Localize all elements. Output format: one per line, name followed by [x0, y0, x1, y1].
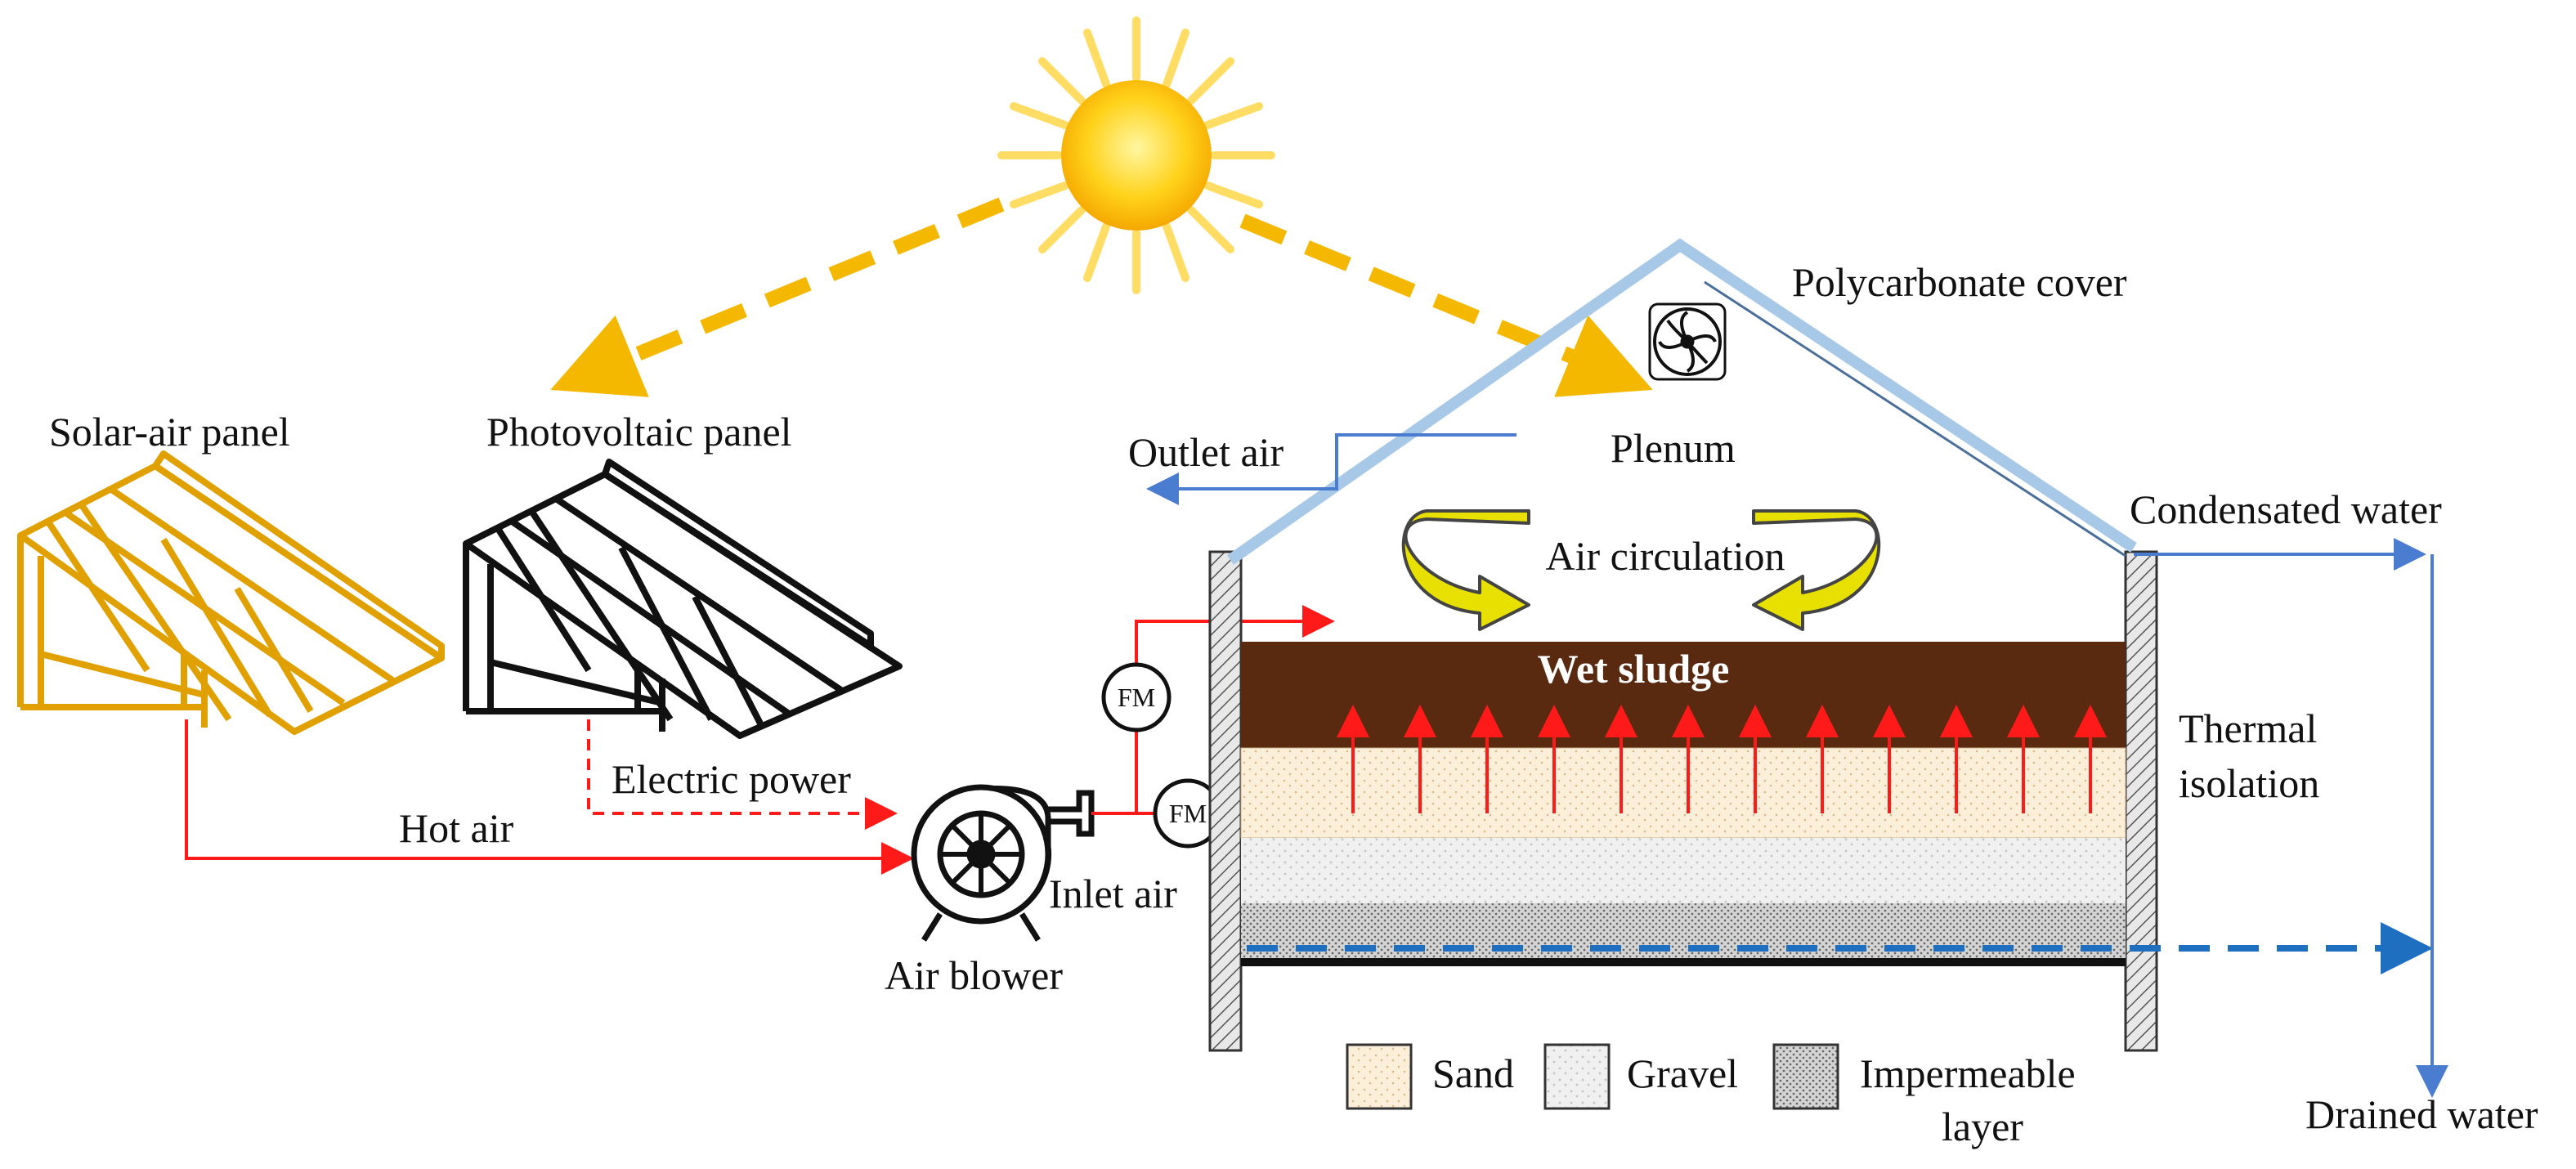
base-line: [1241, 958, 2126, 966]
flow-meter-upper-label: FM: [1118, 683, 1155, 712]
air-circulation-right-icon: [1752, 509, 1881, 631]
legend-gravel-swatch: [1543, 1043, 1611, 1110]
solar-air-panel-label: Solar-air panel: [49, 409, 290, 455]
sun-icon: [997, 16, 1275, 294]
legend-gravel-label: Gravel: [1627, 1050, 1738, 1096]
air-blower-icon: [911, 784, 1095, 942]
gravel-layer: [1241, 838, 2126, 903]
polycarbonate-cover-label: Polycarbonate cover: [1792, 259, 2127, 305]
legend-sand-label: Sand: [1432, 1050, 1514, 1096]
air-circulation-left-icon: [1401, 509, 1530, 631]
thermal-isolation-label-line1: Thermal: [2179, 705, 2317, 751]
legend: Sand Gravel Impermeable layer: [1346, 1043, 2076, 1149]
flow-meter-lower: FM: [1153, 778, 1223, 849]
outlet-air-line: [1146, 433, 1516, 505]
legend-impermeable-label-line2: layer: [1942, 1104, 2023, 1149]
outlet-air-label: Outlet air: [1128, 429, 1284, 475]
plenum-label: Plenum: [1611, 425, 1736, 471]
legend-sand-swatch: [1346, 1043, 1413, 1110]
condensated-water-label: Condensated water: [2130, 486, 2442, 532]
air-blower-label: Air blower: [885, 952, 1063, 998]
left-wall: [1208, 550, 1243, 1052]
solar-air-panel-icon: [17, 450, 445, 735]
hot-air-label: Hot air: [399, 805, 514, 851]
flow-meter-upper: FM: [1101, 662, 1172, 732]
electric-power-label: Electric power: [612, 756, 851, 802]
legend-impermeable-label-line1: Impermeable: [1860, 1050, 2076, 1096]
air-circulation-label: Air circulation: [1546, 533, 1785, 579]
fan-icon: [1648, 302, 1727, 381]
impermeable-layer: [1241, 903, 2126, 961]
polycarbonate-cover: [1226, 238, 2137, 565]
hot-air-line: [185, 719, 914, 875]
drained-water-label: Drained water: [2305, 1091, 2538, 1137]
right-wall: [2124, 550, 2158, 1052]
electric-power-line: [587, 719, 898, 830]
sunlight-arrows: [550, 197, 1653, 397]
photovoltaic-panel-icon: [463, 459, 903, 739]
upflow-arrows: [1337, 705, 2107, 813]
wet-sludge-label: Wet sludge: [1538, 646, 1730, 692]
legend-impermeable-swatch: [1772, 1043, 1839, 1110]
inlet-air-label: Inlet air: [1049, 871, 1177, 916]
thermal-isolation-label-line2: isolation: [2179, 760, 2319, 806]
flow-meter-lower-label: FM: [1169, 799, 1207, 828]
photovoltaic-panel-label: Photovoltaic panel: [486, 409, 792, 455]
sand-layer: [1240, 747, 2126, 839]
